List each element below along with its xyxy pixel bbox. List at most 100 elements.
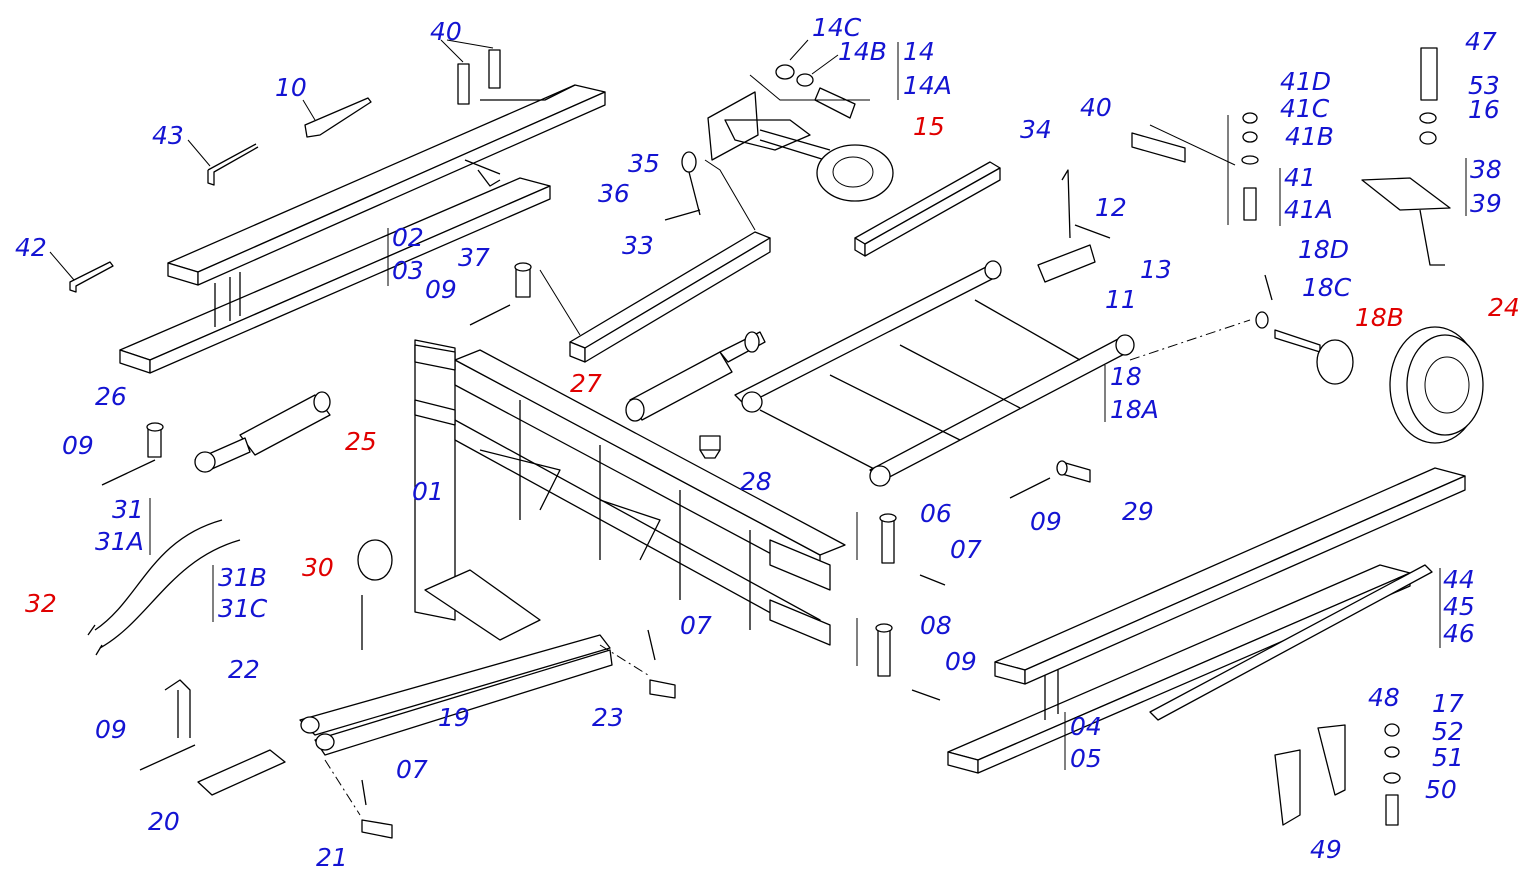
label-41: 41 bbox=[1284, 163, 1316, 192]
label-14C: 14C bbox=[812, 13, 862, 42]
beam-04-05 bbox=[947, 467, 1466, 774]
label-18C: 18C bbox=[1302, 273, 1352, 302]
handle-22 bbox=[139, 679, 196, 771]
bracket-48-52 bbox=[1274, 723, 1401, 826]
subframe-18 bbox=[734, 260, 1135, 487]
label-32: 32 bbox=[25, 589, 57, 618]
label-17: 17 bbox=[1432, 689, 1464, 718]
label-09d: 09 bbox=[945, 647, 977, 676]
label-14B: 14B bbox=[838, 37, 887, 66]
label-52: 52 bbox=[1432, 717, 1464, 746]
label-10: 10 bbox=[275, 73, 307, 102]
label-31B: 31B bbox=[218, 563, 267, 592]
label-09b: 09 bbox=[62, 431, 94, 460]
cylinder-27 bbox=[625, 331, 766, 422]
pin-23 bbox=[599, 629, 676, 699]
plate-40-right bbox=[1131, 124, 1236, 166]
bar-33 bbox=[539, 151, 771, 363]
label-23: 23 bbox=[592, 703, 624, 732]
wheel-24 bbox=[1389, 326, 1484, 444]
label-36: 36 bbox=[598, 179, 630, 208]
pin-29 bbox=[1009, 460, 1091, 499]
label-18D: 18D bbox=[1298, 235, 1349, 264]
label-41D: 41D bbox=[1280, 67, 1331, 96]
label-41B: 41B bbox=[1285, 122, 1334, 151]
label-13: 13 bbox=[1140, 255, 1172, 284]
label-14: 14 bbox=[903, 37, 935, 66]
label-09e: 09 bbox=[95, 715, 127, 744]
label-39: 39 bbox=[1470, 189, 1502, 218]
pin-21 bbox=[324, 759, 393, 839]
label-18A: 18A bbox=[1110, 395, 1159, 424]
label-33: 33 bbox=[622, 231, 654, 260]
label-49: 49 bbox=[1310, 835, 1342, 864]
label-22: 22 bbox=[228, 655, 260, 684]
label-04: 04 bbox=[1070, 712, 1102, 741]
label-44: 44 bbox=[1443, 565, 1475, 594]
label-15: 15 bbox=[913, 112, 945, 141]
bar-34 bbox=[854, 161, 1001, 257]
label-18B: 18B bbox=[1355, 303, 1404, 332]
label-08: 08 bbox=[920, 611, 952, 640]
label-07a: 07 bbox=[950, 535, 982, 564]
label-27: 27 bbox=[570, 369, 602, 398]
label-09c: 09 bbox=[1030, 507, 1062, 536]
label-40b: 40 bbox=[1080, 93, 1112, 122]
strip-44-46 bbox=[1149, 564, 1433, 721]
label-09a: 09 bbox=[425, 275, 457, 304]
pin-37 bbox=[469, 262, 532, 326]
label-01: 01 bbox=[412, 477, 444, 506]
label-29: 29 bbox=[1122, 497, 1154, 526]
label-11: 11 bbox=[1105, 285, 1137, 314]
pin-30 bbox=[357, 539, 393, 650]
bolt-41 bbox=[1241, 112, 1259, 221]
leader-lines bbox=[149, 42, 1467, 770]
label-06: 06 bbox=[920, 499, 952, 528]
label-30: 30 bbox=[302, 553, 334, 582]
label-48: 48 bbox=[1368, 683, 1400, 712]
label-20: 20 bbox=[148, 807, 180, 836]
label-16: 16 bbox=[1468, 95, 1500, 124]
label-38: 38 bbox=[1470, 155, 1502, 184]
hoses-31 bbox=[87, 519, 241, 656]
label-24: 24 bbox=[1488, 293, 1520, 322]
label-18: 18 bbox=[1110, 362, 1142, 391]
cylinder-25 bbox=[194, 391, 331, 473]
label-43: 43 bbox=[152, 121, 184, 150]
label-46: 46 bbox=[1443, 619, 1475, 648]
callout-labels: 40 10 43 42 02 03 14C 14B 14 14A 15 34 3… bbox=[15, 13, 1520, 872]
lever-10 bbox=[302, 97, 372, 138]
label-51: 51 bbox=[1432, 743, 1464, 772]
label-28: 28 bbox=[740, 467, 772, 496]
plate-20 bbox=[197, 749, 286, 796]
parts-11-12-13 bbox=[1037, 169, 1111, 283]
beam-02-03 bbox=[119, 84, 606, 374]
label-14A: 14A bbox=[903, 71, 952, 100]
label-35: 35 bbox=[628, 149, 660, 178]
label-37: 37 bbox=[458, 243, 490, 272]
plates-40-top bbox=[440, 39, 501, 105]
key-43 bbox=[187, 139, 259, 186]
label-42: 42 bbox=[15, 233, 47, 262]
label-07c: 07 bbox=[396, 755, 428, 784]
hub-18B bbox=[1129, 274, 1354, 385]
label-53: 53 bbox=[1468, 71, 1500, 100]
pin-26 bbox=[101, 422, 164, 486]
label-41C: 41C bbox=[1280, 94, 1330, 123]
label-31C: 31C bbox=[218, 594, 268, 623]
label-05: 05 bbox=[1070, 744, 1102, 773]
label-21: 21 bbox=[316, 843, 348, 872]
label-03: 03 bbox=[392, 256, 424, 285]
disc-assembly-14 bbox=[707, 39, 894, 202]
bracket-38-39 bbox=[1361, 47, 1451, 266]
drawbar-19 bbox=[299, 569, 613, 756]
label-12: 12 bbox=[1095, 193, 1127, 222]
label-19: 19 bbox=[438, 703, 470, 732]
fitting-28 bbox=[699, 435, 721, 459]
key-42 bbox=[49, 251, 114, 293]
label-40a: 40 bbox=[430, 17, 462, 46]
label-31A: 31A bbox=[95, 527, 144, 556]
frame-01 bbox=[414, 339, 846, 646]
label-34: 34 bbox=[1020, 115, 1052, 144]
